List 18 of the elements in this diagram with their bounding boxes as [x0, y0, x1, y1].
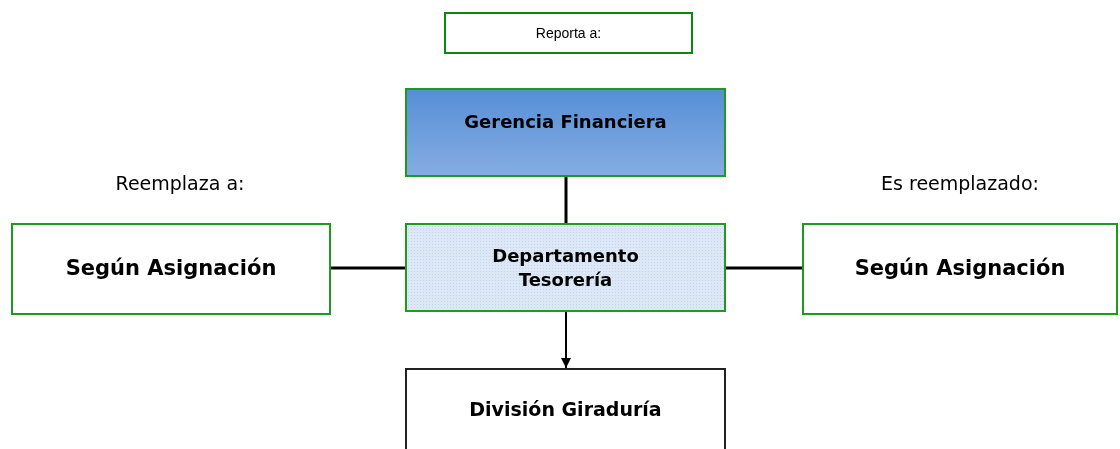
box-label: Reporta a: [535, 23, 602, 43]
box-label: Gerencia Financiera [464, 110, 667, 134]
org-box [444, 12, 693, 54]
column-heading: Reemplaza a: [115, 172, 245, 194]
arrow [561, 311, 571, 369]
org-box [405, 223, 726, 312]
box-label: Departamento Tesorería [491, 244, 640, 291]
column-heading: Es reemplazado: [881, 172, 1039, 194]
org-box [11, 223, 331, 315]
org-box [405, 368, 726, 449]
org-box [405, 88, 726, 177]
connector-line [726, 266, 802, 270]
org-box [802, 223, 1118, 315]
box-label: Según Asignación [65, 255, 277, 283]
connector-line [331, 266, 405, 270]
connector-line [564, 177, 568, 223]
box-label: División Giraduría [469, 397, 662, 422]
box-label: Según Asignación [854, 255, 1066, 283]
